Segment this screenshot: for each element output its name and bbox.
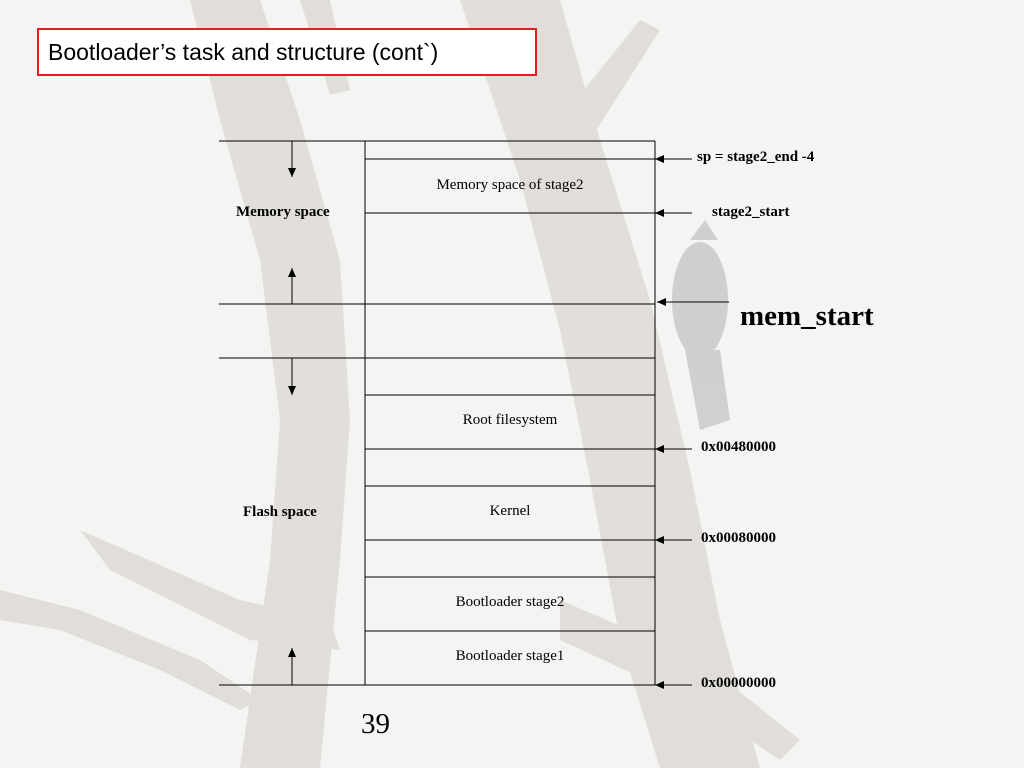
block-bootloader-stage2: Bootloader stage2	[455, 594, 565, 610]
marker-stage2-start: stage2_start	[712, 204, 790, 220]
region-flash-space: Flash space	[243, 504, 317, 520]
region-memory-space: Memory space	[236, 204, 330, 220]
block-kernel: Kernel	[489, 503, 531, 519]
marker-addr-rootfs: 0x00480000	[701, 439, 776, 455]
marker-sp: sp = stage2_end -4	[697, 149, 815, 165]
page-number: 39	[361, 708, 390, 740]
slide-title: Bootloader’s task and structure (cont`)	[37, 28, 537, 76]
block-bootloader-stage1: Bootloader stage1	[455, 648, 565, 664]
marker-mem-start: mem_start	[740, 300, 874, 332]
block-root-filesystem: Root filesystem	[462, 412, 558, 428]
marker-addr-zero: 0x00000000	[701, 675, 776, 691]
block-stage2-memory: Memory space of stage2	[436, 177, 584, 193]
marker-addr-kernel: 0x00080000	[701, 530, 776, 546]
